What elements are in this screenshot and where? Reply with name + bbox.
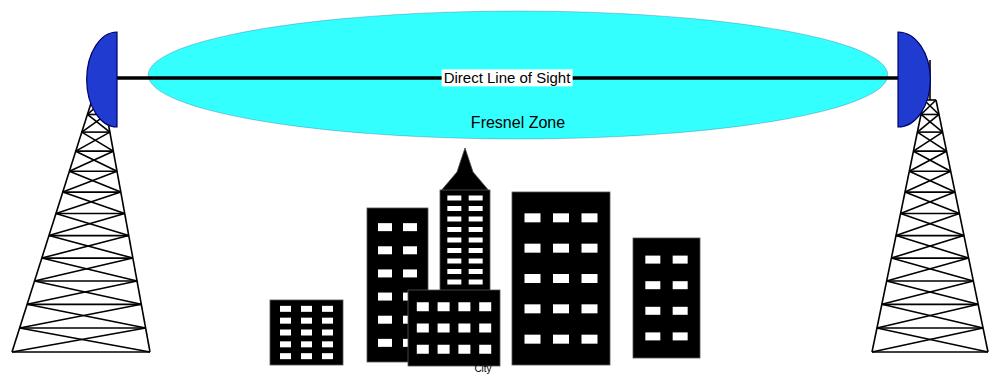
window (438, 324, 450, 333)
window (378, 293, 392, 301)
window (378, 339, 392, 347)
zone-label: Fresnel Zone (471, 114, 565, 132)
window (673, 281, 688, 289)
window (525, 213, 541, 222)
line-label: Direct Line of Sight (442, 69, 573, 86)
window (645, 332, 660, 340)
window (553, 335, 569, 344)
window (479, 324, 491, 333)
window (469, 248, 483, 253)
window (447, 196, 461, 201)
window (403, 223, 417, 231)
window (378, 223, 392, 231)
window (322, 341, 333, 347)
window (458, 345, 470, 354)
window (673, 332, 688, 340)
window (458, 302, 470, 311)
window (469, 227, 483, 232)
window (280, 330, 291, 336)
window (479, 302, 491, 311)
building-body (408, 290, 500, 366)
window (582, 335, 598, 344)
city-label: City (472, 363, 493, 375)
window (280, 318, 291, 324)
window (378, 269, 392, 277)
window (673, 256, 688, 264)
window (280, 306, 291, 312)
window (582, 213, 598, 222)
window (403, 269, 417, 277)
window (417, 345, 429, 354)
building-body (512, 192, 610, 365)
window (553, 244, 569, 253)
window (301, 318, 312, 324)
window (525, 274, 541, 283)
window (479, 345, 491, 354)
window (447, 280, 461, 285)
window (438, 345, 450, 354)
window (322, 353, 333, 359)
building (512, 192, 610, 365)
window (469, 259, 483, 264)
window (447, 269, 461, 274)
window (447, 217, 461, 222)
window (438, 302, 450, 311)
building (633, 238, 700, 358)
window (469, 269, 483, 274)
building (270, 300, 343, 365)
window (403, 246, 417, 254)
window (525, 244, 541, 253)
lattice-tower (12, 60, 150, 352)
window (378, 316, 392, 324)
window (447, 259, 461, 264)
window (582, 304, 598, 313)
window (458, 324, 470, 333)
window (645, 281, 660, 289)
window (322, 318, 333, 324)
window (469, 238, 483, 243)
building-body (270, 300, 343, 365)
window (301, 306, 312, 312)
window (469, 206, 483, 211)
window (525, 304, 541, 313)
window (447, 206, 461, 211)
window (322, 306, 333, 312)
window (280, 341, 291, 347)
window (469, 217, 483, 222)
building-body (633, 238, 700, 358)
window (553, 274, 569, 283)
window (469, 196, 483, 201)
window (582, 244, 598, 253)
building (408, 290, 500, 366)
window (417, 302, 429, 311)
window (301, 341, 312, 347)
lattice-tower (872, 60, 988, 352)
spire (440, 148, 490, 192)
window (525, 335, 541, 344)
window (553, 213, 569, 222)
window (301, 353, 312, 359)
window (447, 227, 461, 232)
window (322, 330, 333, 336)
window (378, 246, 392, 254)
window (301, 330, 312, 336)
window (553, 304, 569, 313)
window (673, 307, 688, 315)
dish-antenna (898, 32, 930, 127)
window (469, 280, 483, 285)
window (645, 307, 660, 315)
dish-antenna (87, 32, 117, 127)
window (417, 324, 429, 333)
window (447, 248, 461, 253)
window (447, 238, 461, 243)
window (582, 274, 598, 283)
window (645, 256, 660, 264)
window (280, 353, 291, 359)
